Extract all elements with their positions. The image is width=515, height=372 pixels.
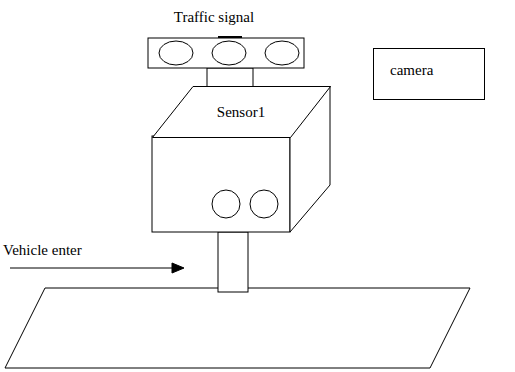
sensor-top-face: Sensor1 <box>150 86 332 138</box>
vehicle-label: Vehicle enter <box>3 241 82 259</box>
camera-box: camera <box>373 48 485 100</box>
sensor-lens <box>212 190 240 218</box>
signal-mount <box>218 36 242 38</box>
signal-lamp <box>265 41 299 65</box>
vehicle-arrow <box>10 268 176 269</box>
road-plane <box>5 288 470 368</box>
arrow-head <box>172 263 184 273</box>
node-text: Sensor1 <box>170 103 312 121</box>
sensor-pole <box>218 232 248 292</box>
node-text: camera <box>390 61 484 79</box>
sensor-top-outline <box>153 87 331 138</box>
sensor-lens <box>250 190 278 218</box>
signal-lamp <box>159 41 193 65</box>
signal-housing <box>148 38 304 68</box>
signal-pole <box>207 68 253 88</box>
sensor-front <box>152 136 290 232</box>
signal-label: Traffic signal <box>174 8 254 26</box>
signal-lamp <box>212 41 246 65</box>
